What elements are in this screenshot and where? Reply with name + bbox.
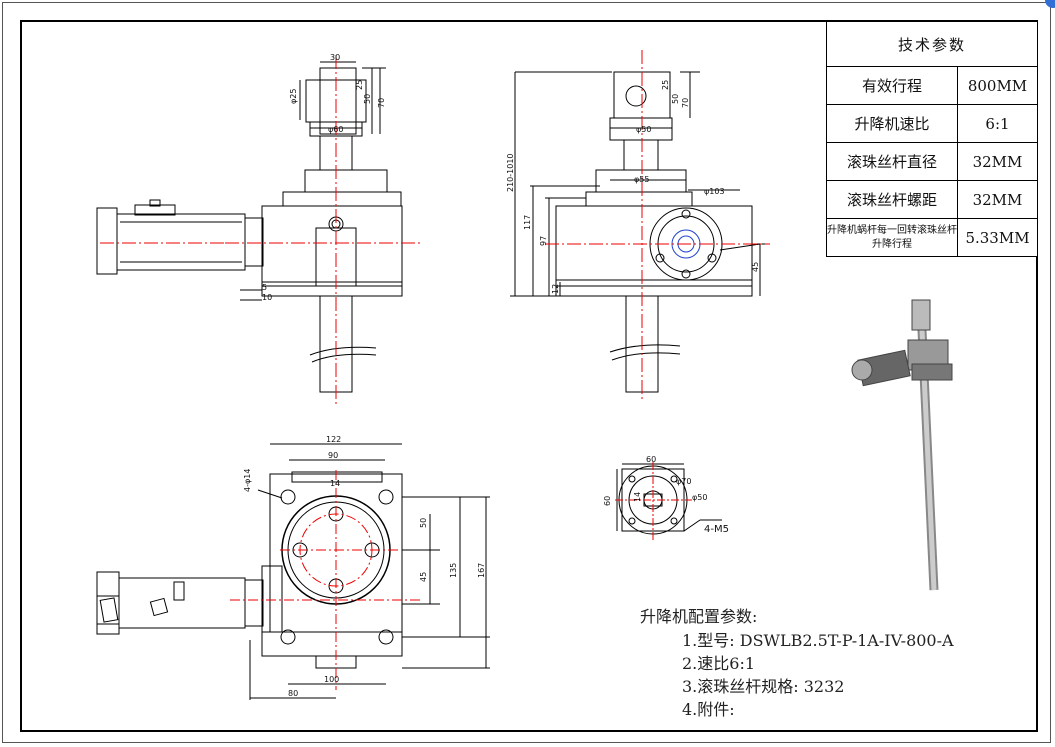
config-item: 4.附件: <box>682 700 735 719</box>
spec-label: 升降机蜗杆每一回转滚珠丝杆升降行程 <box>826 218 958 257</box>
spec-label: 升降机速比 <box>826 104 958 143</box>
config-item: 1.型号: DSWLB2.5T-P-1A-IV-800-A <box>682 631 954 650</box>
corner-indicator-icon <box>1045 0 1055 8</box>
spec-table: 技术参数 有效行程 800MM 升降机速比 6:1 滚珠丝杆直径 32MM 滚珠… <box>826 21 1038 257</box>
dim-front-d60: φ60 <box>328 125 343 134</box>
front-view <box>96 61 403 393</box>
dim-flange-d70: φ70 <box>676 477 691 486</box>
dim-side-12: 12 <box>551 284 560 294</box>
spec-value: 5.33MM <box>957 218 1038 257</box>
spec-row: 滚珠丝杆螺距 32MM <box>826 180 1038 219</box>
dim-top-50: 50 <box>419 518 428 528</box>
dim-flange-60h: 60 <box>603 496 612 506</box>
dim-top-45: 45 <box>419 572 428 582</box>
dim-top-14: 14 <box>330 479 340 488</box>
dim-front-25: 25 <box>355 80 364 90</box>
config-item: 2.速比6:1 <box>682 654 756 673</box>
spec-row: 有效行程 800MM <box>826 66 1038 105</box>
dim-side-d50: φ50 <box>636 125 651 134</box>
dim-side-117: 117 <box>523 215 532 230</box>
top-view <box>96 443 490 700</box>
spec-row: 滚珠丝杆直径 32MM <box>826 142 1038 181</box>
dim-flange-60w: 60 <box>646 455 656 464</box>
spec-row: 升降机速比 6:1 <box>826 104 1038 143</box>
spec-label: 有效行程 <box>826 66 958 105</box>
spec-title: 技术参数 <box>826 21 1038 67</box>
dim-front-30: 30 <box>330 53 340 62</box>
dim-top-holes: 4-φ14 <box>243 469 252 492</box>
spec-row: 升降机蜗杆每一回转滚珠丝杆升降行程 5.33MM <box>826 218 1038 257</box>
dim-top-90: 90 <box>328 451 338 460</box>
dim-side-210: 210-1010 <box>506 153 515 192</box>
dim-side-45: 45 <box>751 262 760 272</box>
dim-front-70: 70 <box>377 98 386 108</box>
drawing-frame <box>20 20 1038 732</box>
dim-top-122: 122 <box>326 435 341 444</box>
iso-view <box>851 299 953 591</box>
dim-side-25: 25 <box>661 80 670 90</box>
dim-front-50: 50 <box>363 94 372 104</box>
spec-label: 滚珠丝杆直径 <box>826 142 958 181</box>
dim-flange-d50: φ50 <box>692 493 707 502</box>
dim-front-5: 5 <box>262 283 267 292</box>
dim-top-100: 100 <box>324 675 339 684</box>
dim-side-d55: φ55 <box>634 175 649 184</box>
dim-top-80: 80 <box>288 689 298 698</box>
dim-top-167: 167 <box>477 563 486 578</box>
config-heading: 升降机配置参数: <box>640 607 758 626</box>
dim-flange-m5: 4-M5 <box>704 524 729 535</box>
spec-value: 32MM <box>957 142 1038 181</box>
dim-side-70: 70 <box>681 98 690 108</box>
dim-front-d25: φ25 <box>289 89 298 104</box>
spec-label: 滚珠丝杆螺距 <box>826 180 958 219</box>
dim-side-97: 97 <box>539 236 548 246</box>
dim-front-10: 10 <box>262 293 272 302</box>
config-block: 升降机配置参数: 1.型号: DSWLB2.5T-P-1A-IV-800-A 2… <box>640 605 954 721</box>
dim-top-135: 135 <box>449 563 458 578</box>
config-item: 3.滚珠丝杆规格: 3232 <box>682 677 845 696</box>
dim-side-50: 50 <box>671 94 680 104</box>
spec-value: 32MM <box>957 180 1038 219</box>
spec-value: 6:1 <box>957 104 1038 143</box>
side-view <box>510 71 766 393</box>
dim-side-d103: φ103 <box>704 187 725 196</box>
spec-value: 800MM <box>957 66 1038 105</box>
dim-flange-14: 14 <box>633 492 642 502</box>
